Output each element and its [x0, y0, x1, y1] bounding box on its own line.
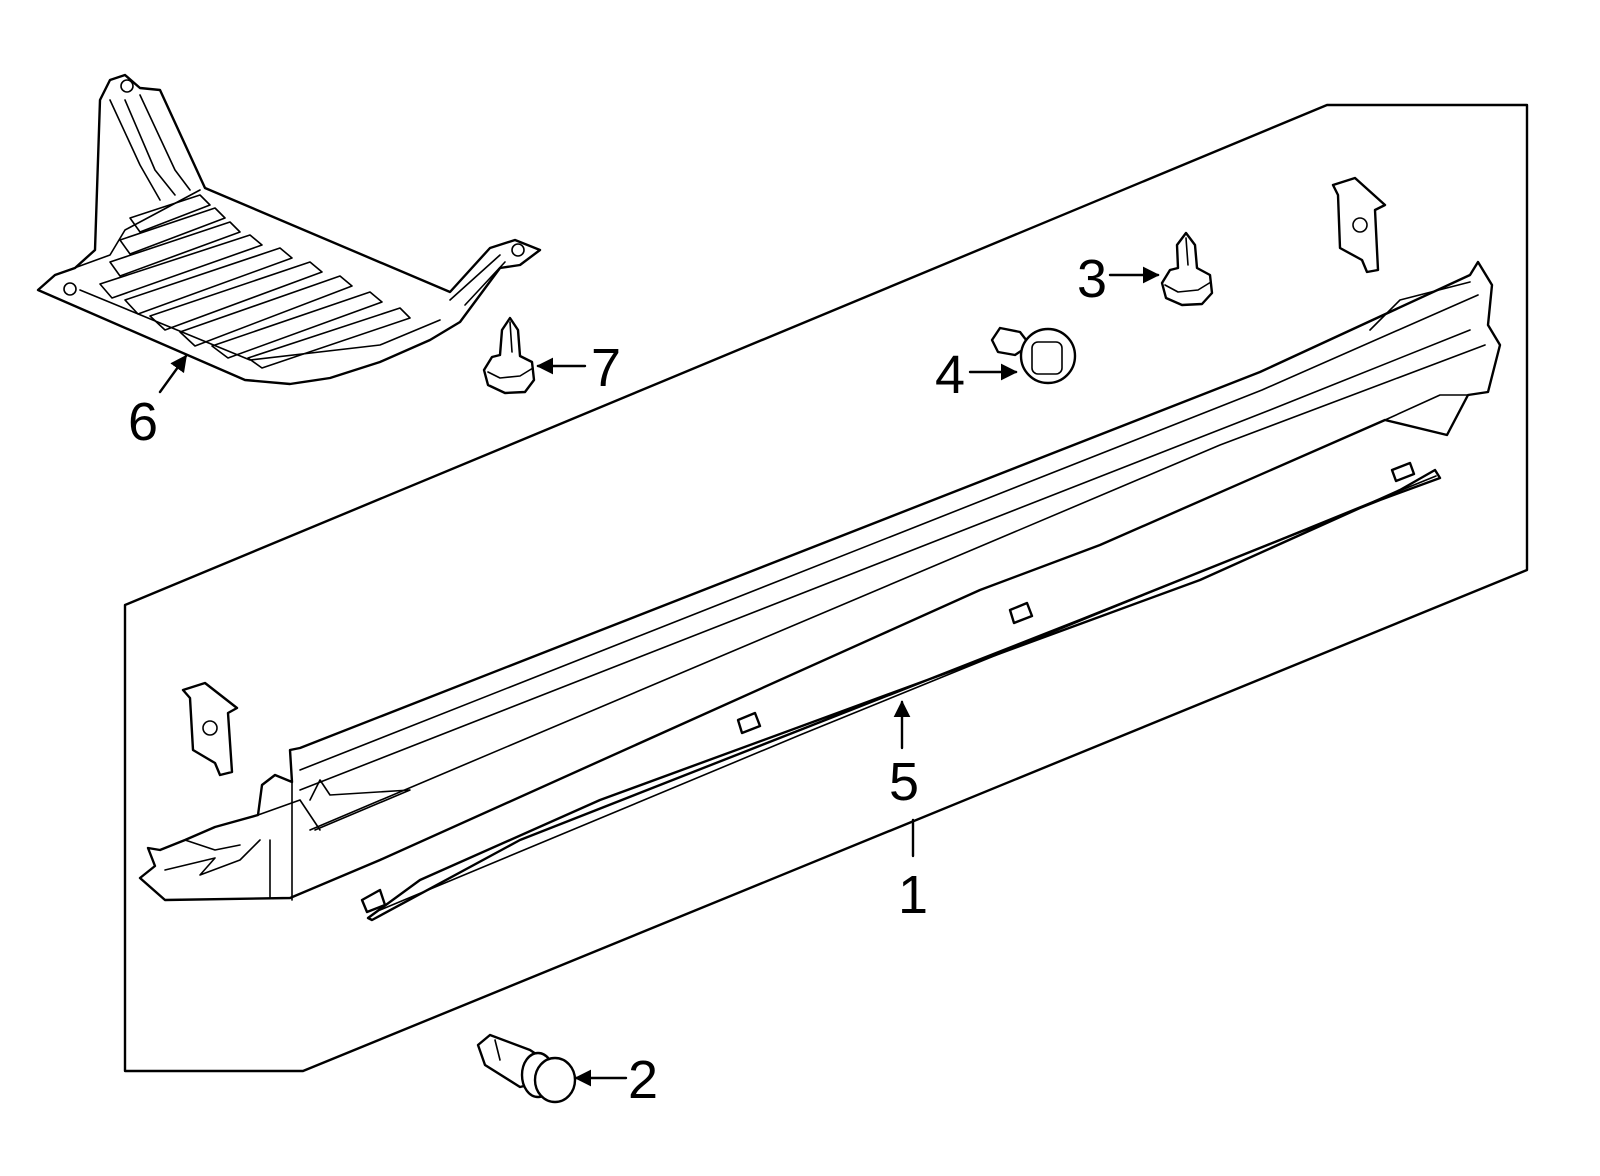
push-rivet — [476, 1033, 577, 1104]
push-pin-upper — [482, 316, 536, 395]
callout-4: 4 — [935, 345, 965, 405]
push-pin-3 — [1160, 231, 1214, 307]
callout-1: 1 — [898, 865, 928, 925]
bracket-left — [181, 681, 239, 777]
callout-7: 7 — [591, 338, 621, 398]
splash-shield — [36, 73, 542, 386]
assembly-box — [123, 103, 1529, 1073]
leader-lines — [158, 266, 1160, 1087]
callout-2: 2 — [628, 1050, 658, 1110]
shield-ribs — [99, 194, 411, 369]
trim-strip — [360, 461, 1442, 922]
bracket-right — [1331, 176, 1387, 274]
rocker-molding — [138, 260, 1502, 902]
callout-3: 3 — [1077, 249, 1107, 309]
callout-6: 6 — [128, 392, 158, 452]
retainer-clip — [990, 326, 1077, 385]
callouts: 1 2 3 4 5 6 7 — [128, 249, 1107, 1110]
callout-5: 5 — [889, 752, 919, 812]
